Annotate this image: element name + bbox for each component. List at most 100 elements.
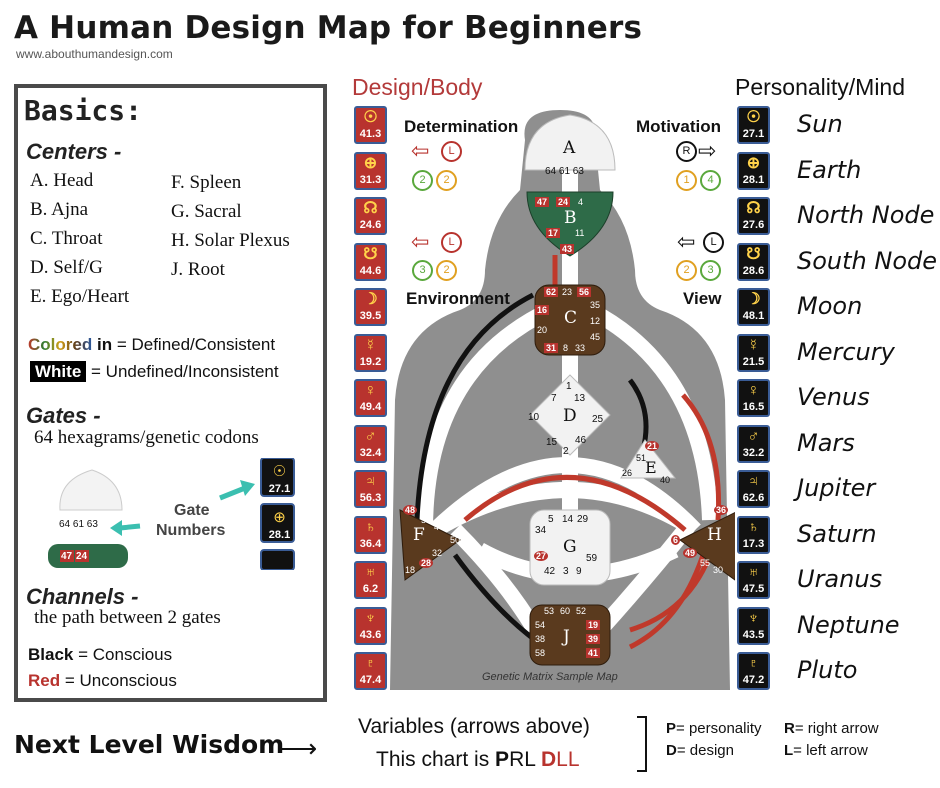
right-arrow-icon: ⟶ xyxy=(280,733,318,763)
inset-sun-box xyxy=(260,458,295,497)
bracket xyxy=(637,716,647,772)
design-planet-0: ☉41.3 xyxy=(354,106,387,144)
gate-31: 31 xyxy=(544,343,559,353)
personality-planet-glyph-icon: ♄ xyxy=(747,518,760,536)
key-r-rest: = right arrow xyxy=(794,720,879,737)
var-d: D xyxy=(540,748,557,771)
center-item: B. Ajna xyxy=(30,199,89,220)
motivation-label: Motivation xyxy=(636,117,721,136)
gate-12: 12 xyxy=(590,316,601,326)
personality-planet-8: ♃62.6 xyxy=(737,470,770,508)
environment-circle-2: 2 xyxy=(436,260,457,281)
colored-in: in xyxy=(96,335,113,354)
gate-21: 21 xyxy=(645,441,660,451)
personality-planet-value: 48.1 xyxy=(742,310,765,322)
centers-list-left: A. Head B. Ajna C. Throat D. Self/G E. E… xyxy=(30,170,129,315)
view-label: View xyxy=(683,289,722,308)
gate-38: 38 xyxy=(535,634,546,644)
personality-planet-value: 16.5 xyxy=(742,401,765,413)
gate-29: 29 xyxy=(577,514,589,525)
personality-planet-glyph-icon: ♆ xyxy=(747,609,760,627)
view-arrow-letter: L xyxy=(703,232,724,253)
center-item: F. Spleen xyxy=(171,172,242,193)
key-l-rest: = left arrow xyxy=(793,742,868,759)
gate-34: 34 xyxy=(535,525,547,536)
white-legend: White = Undefined/Inconsistent xyxy=(30,361,279,382)
planet-name: Jupiter xyxy=(797,474,876,502)
gate-8: 8 xyxy=(563,343,569,353)
personality-planet-11: ♆43.5 xyxy=(737,606,770,645)
planet-name: Mars xyxy=(797,428,855,457)
ajna-center xyxy=(526,191,614,257)
gate-54: 54 xyxy=(535,620,546,630)
personality-planet-glyph-icon: ☉ xyxy=(746,109,761,126)
gate-label-2: Numbers xyxy=(156,522,226,539)
var-rl: RL xyxy=(509,748,536,771)
design-planet-value: 32.4 xyxy=(359,446,382,459)
gate-24: 24 xyxy=(556,197,571,207)
gate-56: 56 xyxy=(577,287,592,297)
motivation-circle-2: 4 xyxy=(700,170,721,191)
inset-gates-top: 64 61 63 xyxy=(59,519,98,530)
gate-7: 7 xyxy=(551,393,557,404)
inset-gate-24-box xyxy=(75,550,89,562)
gate-5: 5 xyxy=(548,514,554,525)
gate-20: 20 xyxy=(537,325,548,335)
gates-heading: Gates - xyxy=(26,403,101,428)
personality-planet-glyph-icon: ☊ xyxy=(746,200,761,217)
inset-head-shape xyxy=(59,469,123,511)
planet-name: Sun xyxy=(797,110,843,138)
channel-red-2 xyxy=(463,474,687,532)
bodygraph xyxy=(390,110,735,690)
center-item: H. Solar Plexus xyxy=(171,230,290,251)
gate-11: 11 xyxy=(575,228,585,238)
gate-label-1: Gate xyxy=(174,502,210,519)
planet-name: Neptune xyxy=(797,610,900,639)
center-item: D. Self/G xyxy=(30,257,103,278)
var-ll: LL xyxy=(556,748,580,771)
next-level-heading: Next Level Wisdom xyxy=(14,730,285,759)
design-planet-value: 6.2 xyxy=(362,583,379,595)
design-planet-glyph-icon: ♃ xyxy=(364,473,377,490)
center-item: C. Throat xyxy=(30,228,103,249)
design-planet-value: 44.6 xyxy=(359,264,382,277)
gate-4: 4 xyxy=(578,197,584,207)
center-letter-a: A xyxy=(563,138,576,158)
environment-circle-1: 3 xyxy=(412,260,433,281)
gate-3: 3 xyxy=(563,566,569,577)
gate-43: 43 xyxy=(560,244,575,254)
inset-arrow-right-head xyxy=(240,480,255,496)
personality-planet-6: ♀16.5 xyxy=(737,379,770,417)
view-circle-1: 2 xyxy=(676,260,697,281)
design-planet-7: ♂32.4 xyxy=(354,424,387,463)
black-word: Black xyxy=(28,645,74,664)
g-center xyxy=(529,374,611,456)
design-planet-value: 36.4 xyxy=(359,537,382,550)
inset-arrow-left xyxy=(119,523,141,531)
personality-planet-value: 28.6 xyxy=(742,264,765,277)
planet-name: Mercury xyxy=(797,337,895,366)
gate-55: 55 xyxy=(700,558,711,568)
personality-planet-value: 47.2 xyxy=(742,674,765,686)
variables-line1: Variables (arrows above) xyxy=(358,715,590,738)
key-p-rest: = personality xyxy=(676,720,762,737)
gate-51: 51 xyxy=(636,453,647,463)
gate-28: 28 xyxy=(419,558,434,568)
personality-planet-glyph-icon: ♂ xyxy=(747,427,760,445)
gate-27: 27 xyxy=(534,551,549,561)
design-planet-4: ☽39.5 xyxy=(354,288,387,326)
gate-23: 23 xyxy=(562,287,573,297)
channel-black-1 xyxy=(414,292,535,521)
personality-planet-glyph-icon: ♇ xyxy=(747,655,760,672)
design-planet-value: 19.2 xyxy=(359,355,382,368)
gate-6: 6 xyxy=(671,535,681,545)
design-planet-value: 56.3 xyxy=(359,492,382,504)
gate-19: 19 xyxy=(586,620,601,630)
gate-17: 17 xyxy=(546,228,561,238)
center-letter-d: D xyxy=(563,406,577,426)
gates-desc: 64 hexagrams/genetic codons xyxy=(34,427,259,448)
personality-planet-value: 21.5 xyxy=(742,355,765,368)
inset-earth-glyph: ⊕ xyxy=(273,509,286,526)
gate-60: 60 xyxy=(560,606,571,616)
variables-line2: This chart is PRL DLL xyxy=(376,748,580,772)
